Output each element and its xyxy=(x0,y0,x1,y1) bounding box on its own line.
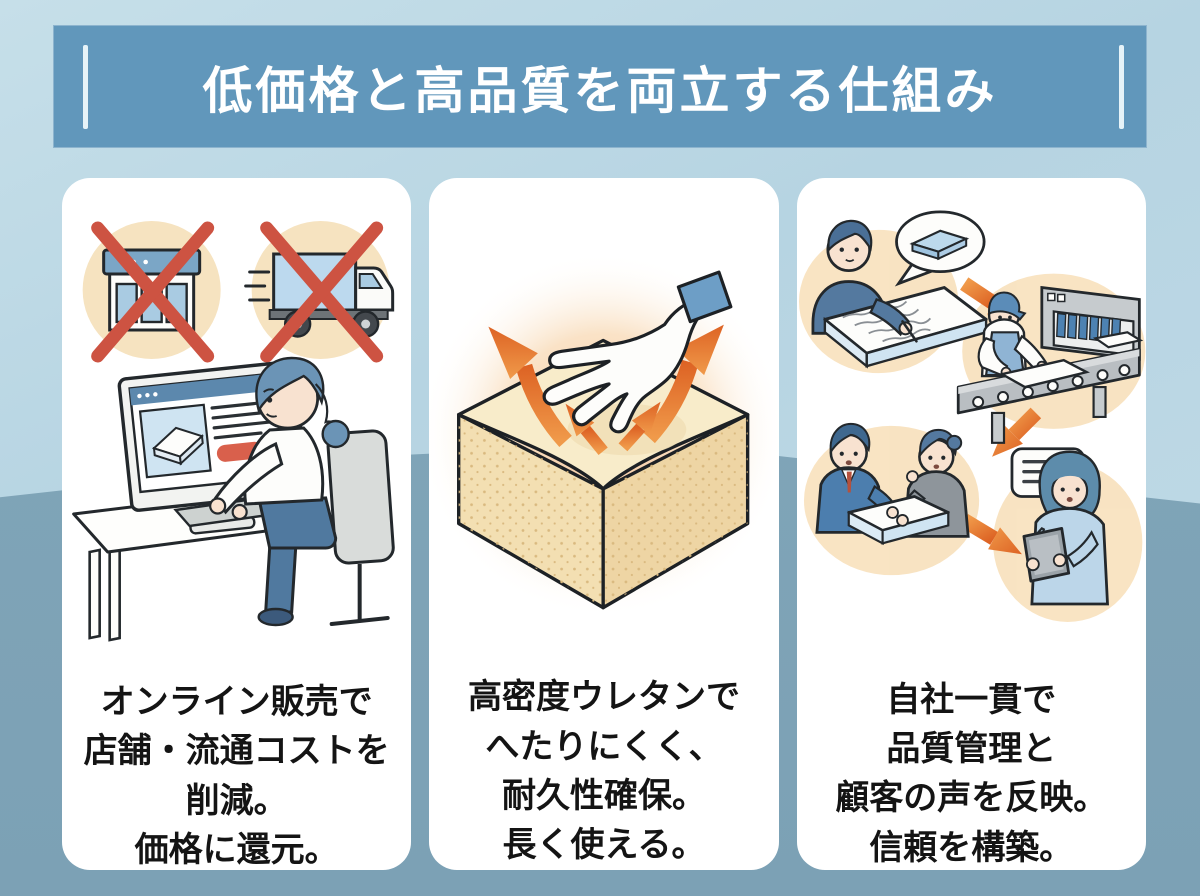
card-caption-in-house: 自社一貫で 品質管理と 顧客の声を反映。 信頼を構築。 xyxy=(797,676,1146,870)
mattress-exiting-icon xyxy=(1092,331,1143,349)
caption-line: 店舗・流通コストを xyxy=(83,732,390,771)
cross-mark-icon xyxy=(260,221,384,363)
card-online-sales: オンライン販売で 店舗・流通コストを 削減。 価格に還元。 xyxy=(62,178,412,870)
caption-line: 長く使える。 xyxy=(502,826,706,865)
handoff-scene xyxy=(815,422,970,546)
factory-conveyor-scene xyxy=(956,285,1143,444)
caption-line: 耐久性確保。 xyxy=(501,776,706,815)
caption-line: 顧客の声を反映。 xyxy=(835,779,1108,818)
caption-line: 高密度ウレタンで xyxy=(467,678,740,717)
card-high-density-urethane: 高密度ウレタンで へたりにくく、 耐久性確保。 長く使える。 xyxy=(429,178,779,870)
urethane-illustration xyxy=(429,178,779,639)
pressing-hand-icon xyxy=(542,270,733,434)
caption-line: 削減。 xyxy=(185,781,288,820)
card-caption-online-sales: オンライン販売で 店舗・流通コストを 削減。 価格に還元。 xyxy=(62,678,411,870)
quality-flow-illustration xyxy=(797,178,1146,642)
no-store-icon xyxy=(82,221,221,363)
mattress-product-icon xyxy=(152,426,204,466)
factory-worker-figure xyxy=(977,291,1090,389)
banner-accent-line-left xyxy=(83,45,88,129)
caption-line: 品質管理と xyxy=(886,730,1057,769)
customer-feedback-scene xyxy=(1010,447,1109,606)
online-sales-illustration xyxy=(62,178,411,644)
resilience-arrows-icon xyxy=(488,324,725,456)
caption-line: 価格に還元。 xyxy=(134,830,339,869)
card-in-house-quality: 自社一貫で 品質管理と 顧客の声を反映。 信頼を構築。 xyxy=(796,178,1146,870)
banner-accent-line-right xyxy=(1119,45,1124,129)
title-banner: 低価格と高品質を両立する仕組み xyxy=(53,25,1147,148)
speech-bubble-mattress-icon xyxy=(894,210,986,287)
no-delivery-truck-icon xyxy=(244,221,395,363)
mattress-on-belt-icon xyxy=(998,358,1090,389)
card-caption-urethane: 高密度ウレタンで へたりにくく、 耐久性確保。 長く使える。 xyxy=(429,673,778,870)
caption-line: へたりにくく、 xyxy=(485,727,723,766)
chair-icon xyxy=(326,429,395,626)
caption-line: オンライン販売で xyxy=(100,683,373,721)
caption-line: 自社一貫で xyxy=(886,680,1057,719)
woman-shopping-on-computer-illustration xyxy=(72,356,395,642)
poster-title: 低価格と高品質を両立する仕組み xyxy=(202,62,998,119)
card-row: オンライン販売で 店舗・流通コストを 削減。 価格に還元。 xyxy=(62,178,1146,870)
cross-mark-icon xyxy=(91,221,215,363)
planner-scene xyxy=(811,210,988,369)
caption-line: 信頼を構築。 xyxy=(869,828,1074,867)
customer-figure xyxy=(1022,450,1109,606)
woman-figure xyxy=(209,356,350,627)
foam-block-illustration xyxy=(457,338,750,610)
